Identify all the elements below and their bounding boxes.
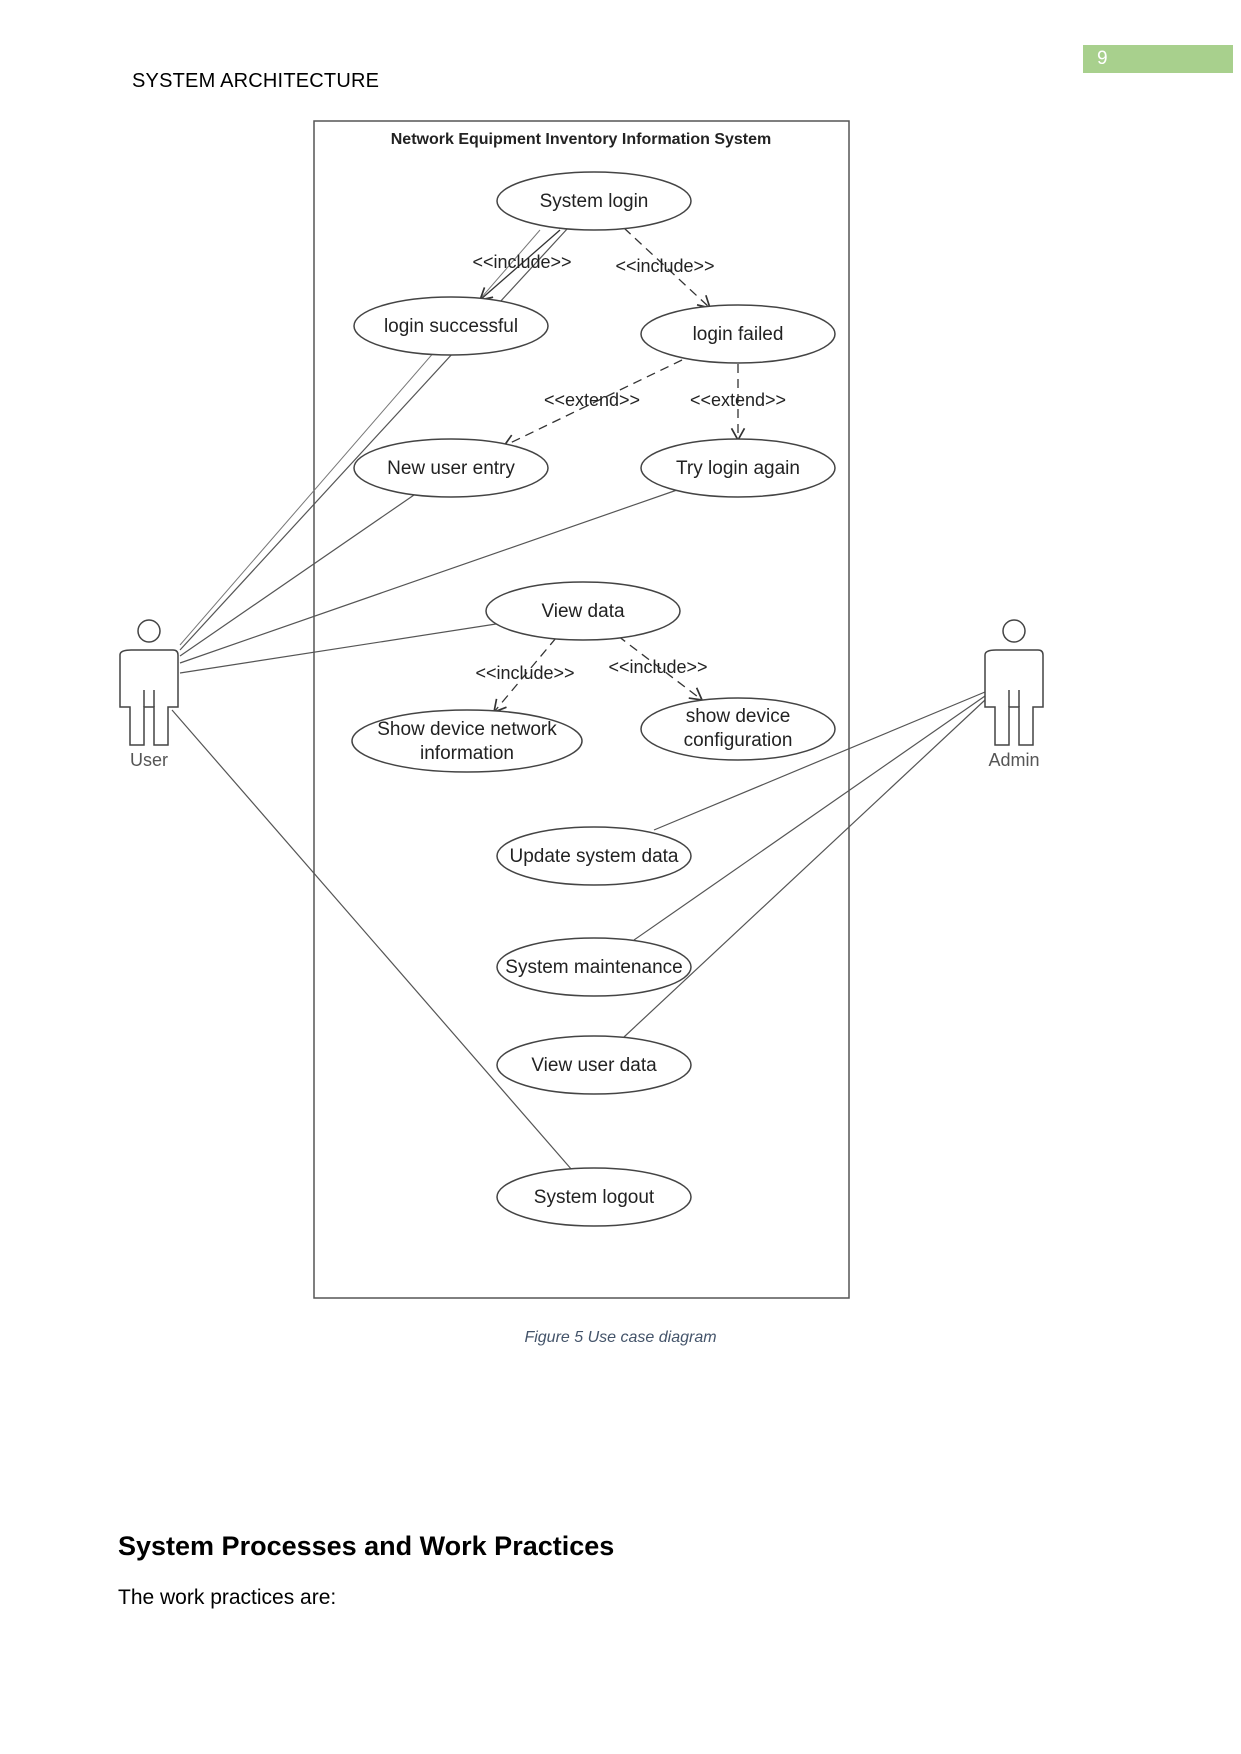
use-case-label: information — [420, 743, 514, 764]
use-case-new-user-entry — [353, 438, 549, 498]
use-case-system-maintenance — [496, 937, 692, 997]
figure-caption: Figure 5 Use case diagram — [524, 1329, 717, 1346]
use-case-show-device-network — [351, 709, 583, 773]
use-case-label: Update system data — [510, 846, 679, 867]
extend-label: <<extend>> — [544, 390, 640, 410]
use-case-label: System login — [540, 191, 649, 212]
use-case-login-failed — [640, 304, 836, 364]
system-title: Network Equipment Inventory Information … — [391, 131, 772, 148]
actor-admin-icon — [984, 619, 1044, 746]
use-case-label: show device — [686, 706, 791, 727]
include-label: <<include>> — [472, 252, 571, 272]
use-case-label: login successful — [384, 316, 518, 337]
extend-label: <<extend>> — [690, 390, 786, 410]
use-case-try-login-again — [640, 438, 836, 498]
use-case-system-logout — [496, 1167, 692, 1227]
page-header: SYSTEM ARCHITECTURE — [132, 70, 380, 92]
use-case-update-system-data — [496, 826, 692, 886]
include-label: <<include>> — [608, 657, 707, 677]
use-case-label: Try login again — [676, 458, 800, 479]
use-case-system-login — [496, 171, 692, 231]
extend-arrow-new-user-entry — [502, 359, 683, 448]
actor-user-label: User — [130, 750, 168, 770]
use-case-label: configuration — [684, 730, 793, 751]
use-case-label: login failed — [693, 324, 784, 345]
include-arrow-login-successful — [478, 229, 561, 302]
use-case-label: System logout — [534, 1187, 655, 1208]
use-case-label: View data — [541, 601, 625, 622]
admin-associations — [623, 691, 986, 1038]
user-associations — [171, 227, 678, 1171]
actor-admin-label: Admin — [988, 750, 1039, 770]
use-case-label: System maintenance — [505, 957, 682, 978]
use-case-show-device-config — [640, 697, 836, 761]
include-arrow-login-failed — [623, 227, 712, 310]
use-case-label: Show device network — [377, 719, 557, 740]
use-case-view-user-data — [496, 1035, 692, 1095]
user-login-association — [179, 229, 541, 646]
include-arrow-show-network — [492, 637, 557, 714]
page-number: 9 — [1083, 45, 1233, 73]
system-boundary — [313, 120, 850, 1299]
section-title: System Processes and Work Practices — [118, 1531, 615, 1561]
actor-user-icon — [119, 619, 179, 746]
include-label: <<include>> — [615, 256, 714, 276]
include-arrow-show-config — [617, 635, 704, 702]
use-case-login-successful — [353, 296, 549, 356]
use-case-view-data — [485, 581, 681, 641]
body-paragraph: The work practices are: — [118, 1586, 337, 1609]
use-case-label: View user data — [531, 1055, 657, 1076]
include-label: <<include>> — [475, 663, 574, 683]
use-case-label: New user entry — [387, 458, 515, 479]
